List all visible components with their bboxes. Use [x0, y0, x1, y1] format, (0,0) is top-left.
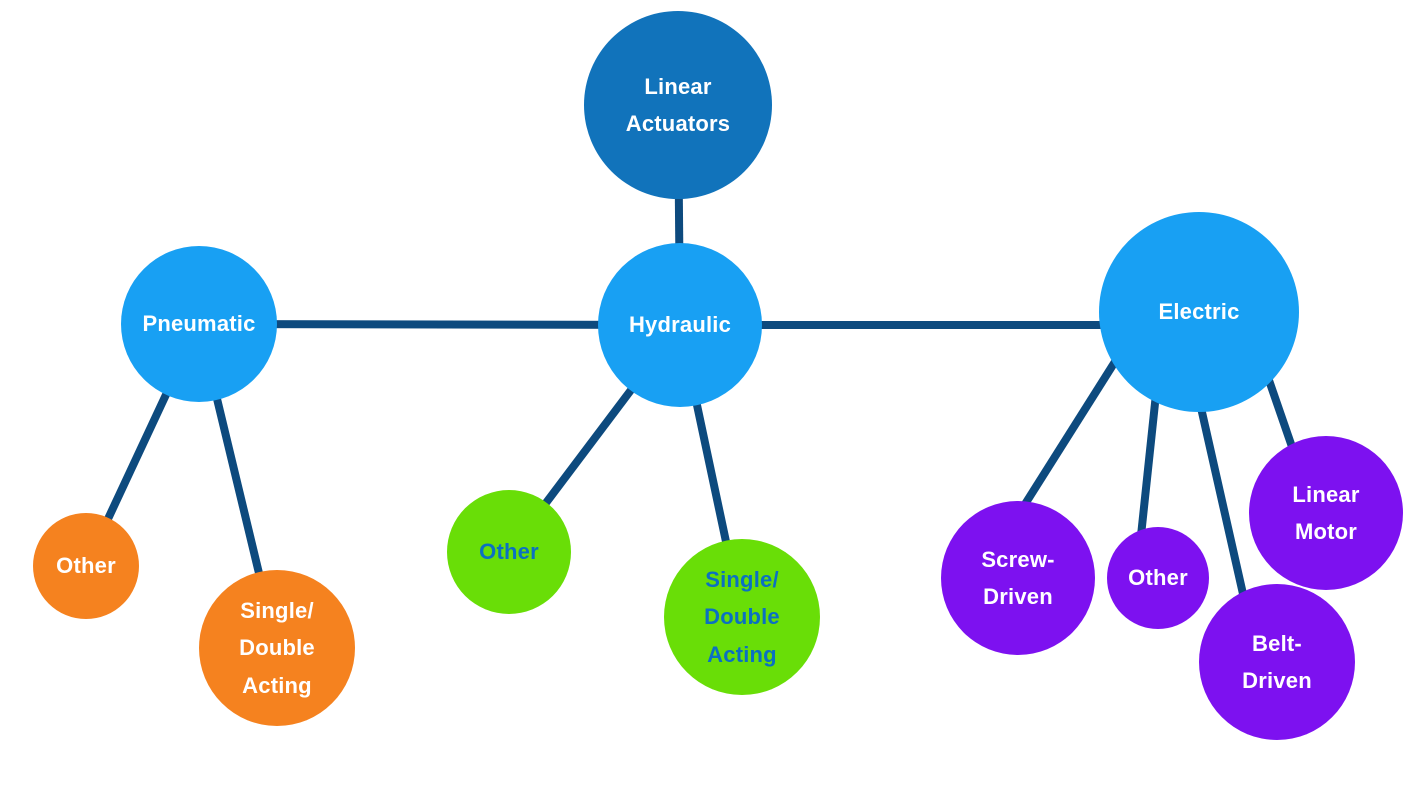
node-label-line: Acting [242, 672, 312, 698]
node-label-line: Actuators [625, 111, 731, 136]
node-pneumatic: Pneumatic [121, 246, 277, 402]
node-label-line: Driven [983, 584, 1053, 609]
node-label-line: Electric [1158, 299, 1240, 325]
node-label-line: Linear [644, 73, 712, 99]
node-label-line: Linear [1292, 481, 1360, 507]
node-hydraulic: Hydraulic [598, 243, 762, 407]
node-label-line: Single/ [240, 597, 314, 623]
node-label-line: Double [704, 604, 780, 630]
node-electric-other: Other [1107, 527, 1209, 629]
node-label-line: Acting [707, 641, 777, 667]
node-label-line: Double [239, 635, 315, 661]
node-electric-screw-driven: Screw- Driven [941, 501, 1095, 655]
node-hydraulic-other: Other [447, 490, 571, 614]
node-label-line: Motor [1294, 519, 1358, 544]
node-label-line: Other [56, 553, 116, 579]
node-label-line: Other [479, 539, 539, 565]
edge-electric--electric-other [1136, 374, 1162, 546]
node-label-line: Screw- [981, 546, 1055, 572]
node-label-line: Driven [1242, 668, 1312, 693]
node-electric-belt-driven: Belt- Driven [1199, 584, 1355, 740]
node-pneumatic-other: Other [33, 513, 139, 619]
node-label-line: Other [1128, 565, 1188, 591]
node-electric: Electric [1099, 212, 1299, 412]
edge-electric--electric-belt-driven [1193, 389, 1254, 626]
node-label-line: Pneumatic [142, 311, 256, 337]
node-label-line: Hydraulic [628, 312, 732, 338]
node-label-line: Single/ [705, 566, 779, 592]
node-label-line: Belt- [1252, 630, 1302, 656]
